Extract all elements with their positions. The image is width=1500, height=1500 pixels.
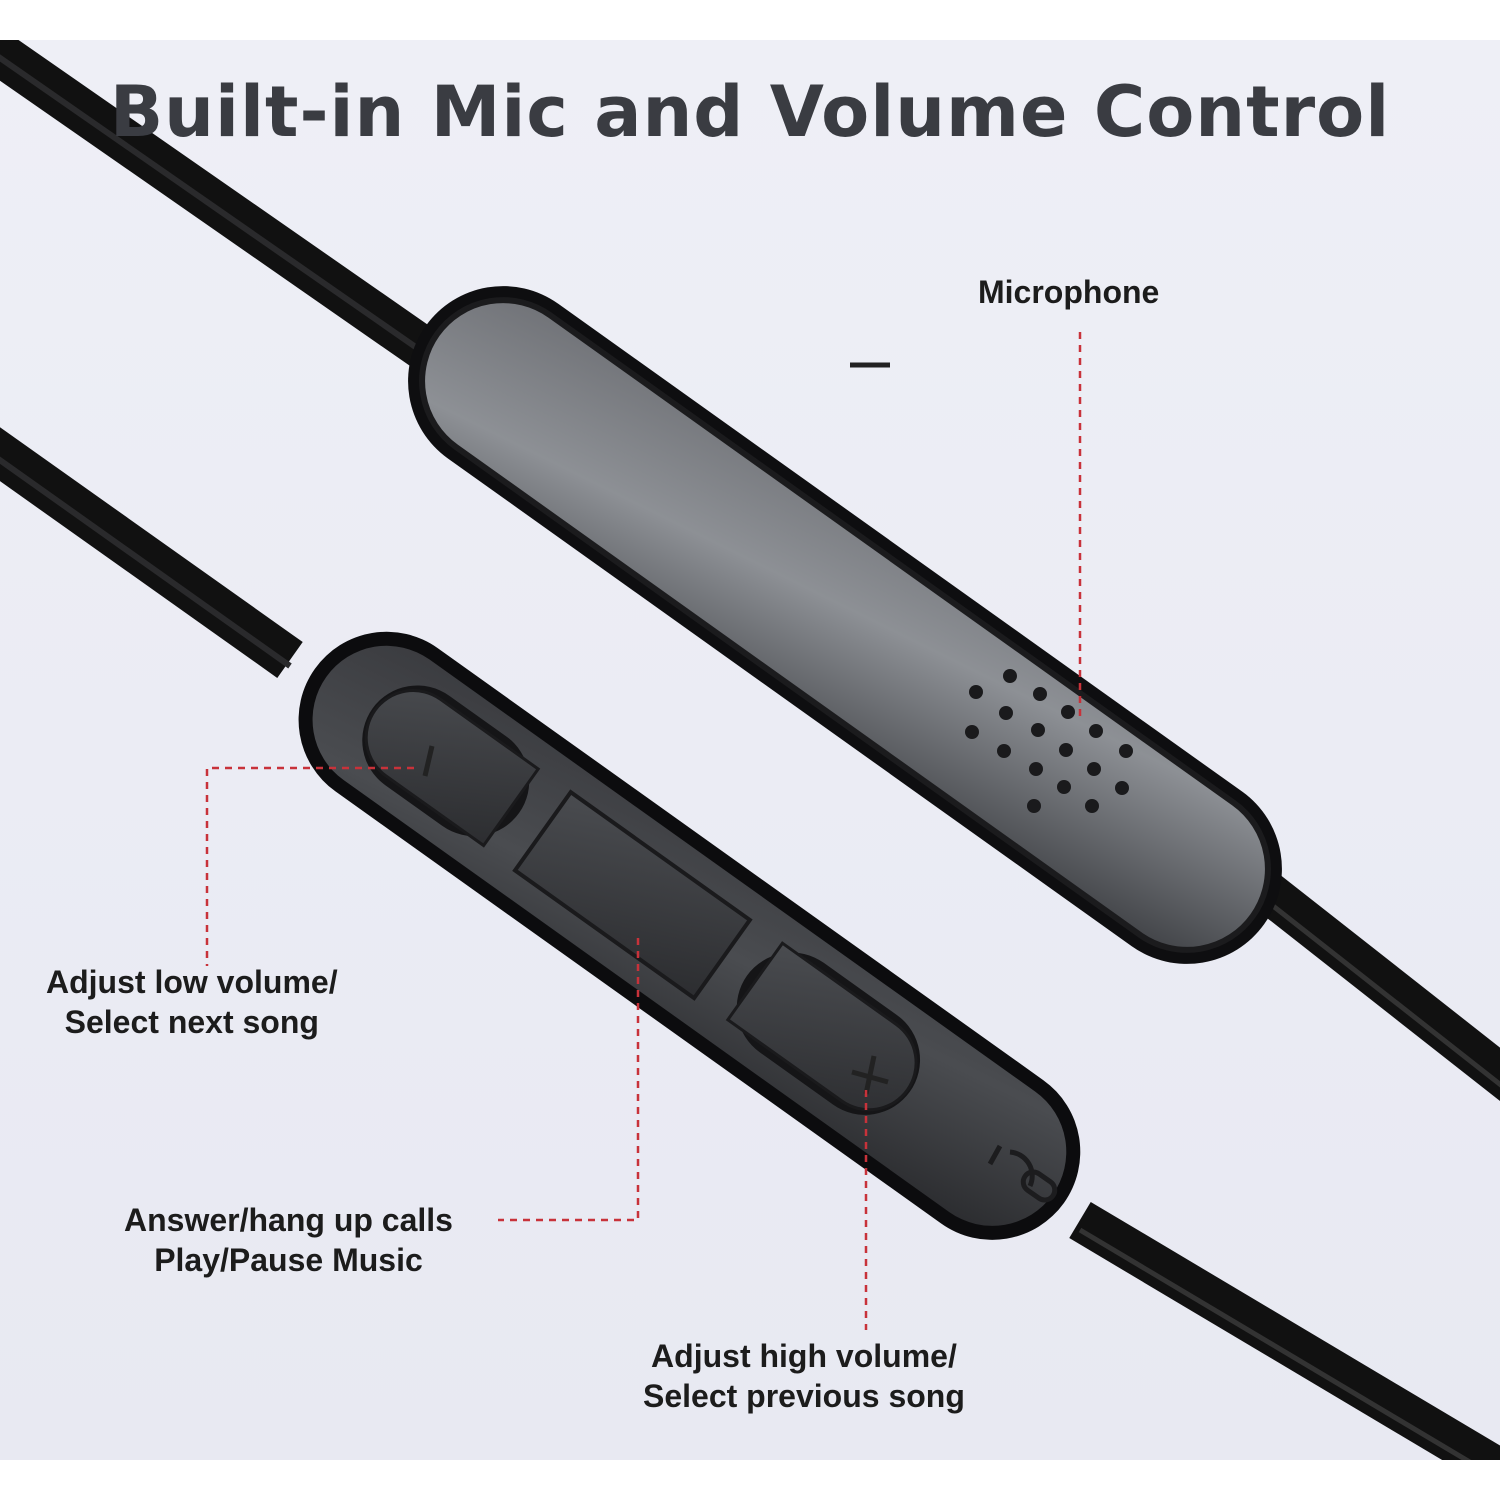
high-volume-label: Adjust high volume/ Select previous song [643,1336,965,1416]
leader-low-volume [205,766,414,966]
answer-label-line2: Play/Pause Music [154,1242,423,1278]
high-volume-label-line2: Select previous song [643,1378,965,1414]
high-volume-label-line1: Adjust high volume/ [651,1338,957,1374]
low-volume-label: Adjust low volume/ Select next song [46,962,338,1042]
volume-down-button[interactable] [341,664,551,858]
remote-illustration [0,40,1500,1460]
answer-label: Answer/hang up calls Play/Pause Music [124,1200,453,1280]
low-volume-label-line2: Select next song [64,1004,319,1040]
leader-lines [205,332,1082,1330]
cable-lower [0,427,1500,1460]
microphone-pod [408,286,1282,964]
page-title: Built-in Mic and Volume Control [109,71,1391,153]
minus-icon [422,745,435,777]
cable-upper [0,40,1500,1101]
play-pause-button[interactable] [512,789,753,1001]
answer-label-line1: Answer/hang up calls [124,1202,453,1238]
product-panel: Built-in Mic and Volume Control Micropho… [0,40,1500,1460]
microphone-label: Microphone [978,272,1159,312]
microphone-grille-icon [965,669,1133,813]
low-volume-label-line1: Adjust low volume/ [46,964,338,1000]
microphone-label-text: Microphone [978,274,1160,310]
headset-icon [987,1144,1058,1203]
plus-icon [850,362,890,1095]
leader-answer [498,938,640,1222]
